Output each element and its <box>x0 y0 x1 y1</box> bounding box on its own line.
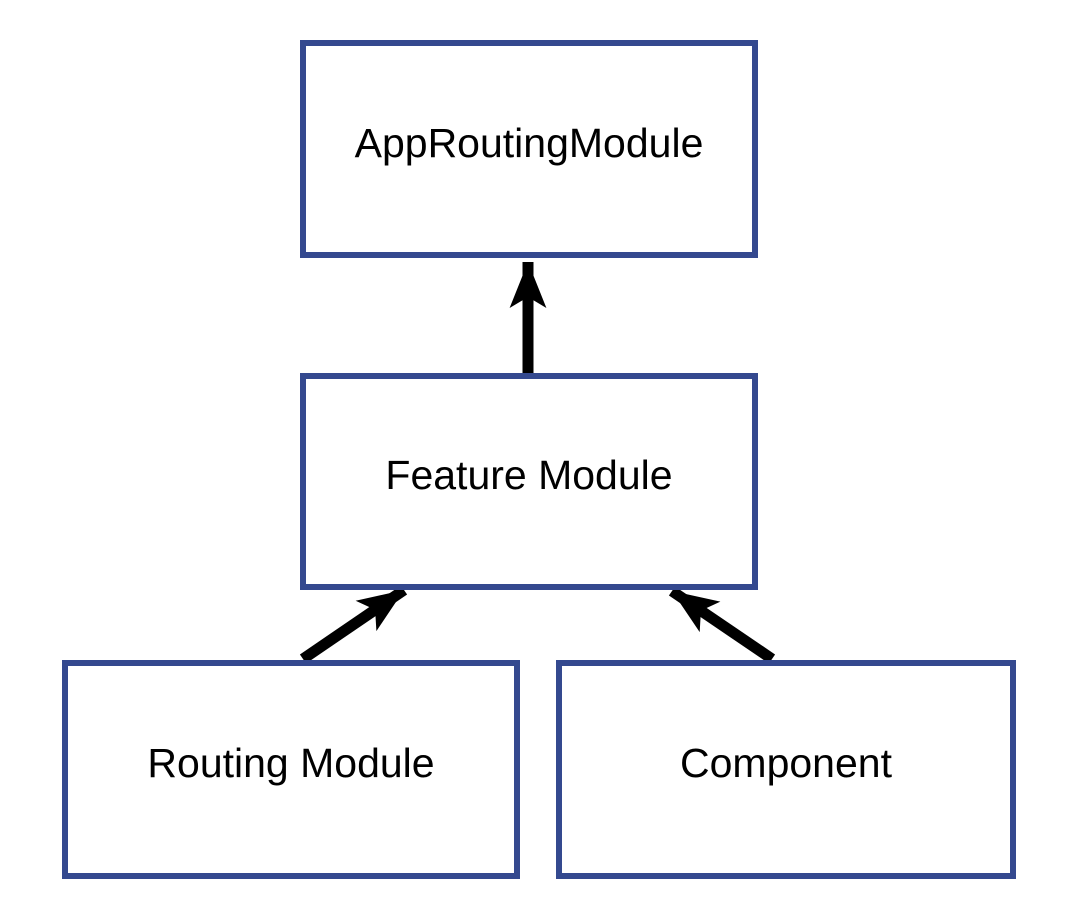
node-feature-module: Feature Module <box>300 373 758 590</box>
node-label-routing-module: Routing Module <box>147 740 435 786</box>
node-label-app-routing-module: AppRoutingModule <box>354 119 704 166</box>
node-label-feature-module: Feature Module <box>385 452 673 498</box>
arrow-routing-module-to-feature-module <box>299 585 408 664</box>
node-component: Component <box>556 660 1016 879</box>
node-app-routing-module: AppRoutingModule <box>300 40 758 258</box>
arrow-component-to-feature-module <box>668 586 776 664</box>
node-routing-module: Routing Module <box>62 660 520 879</box>
node-label-component: Component <box>680 740 892 786</box>
